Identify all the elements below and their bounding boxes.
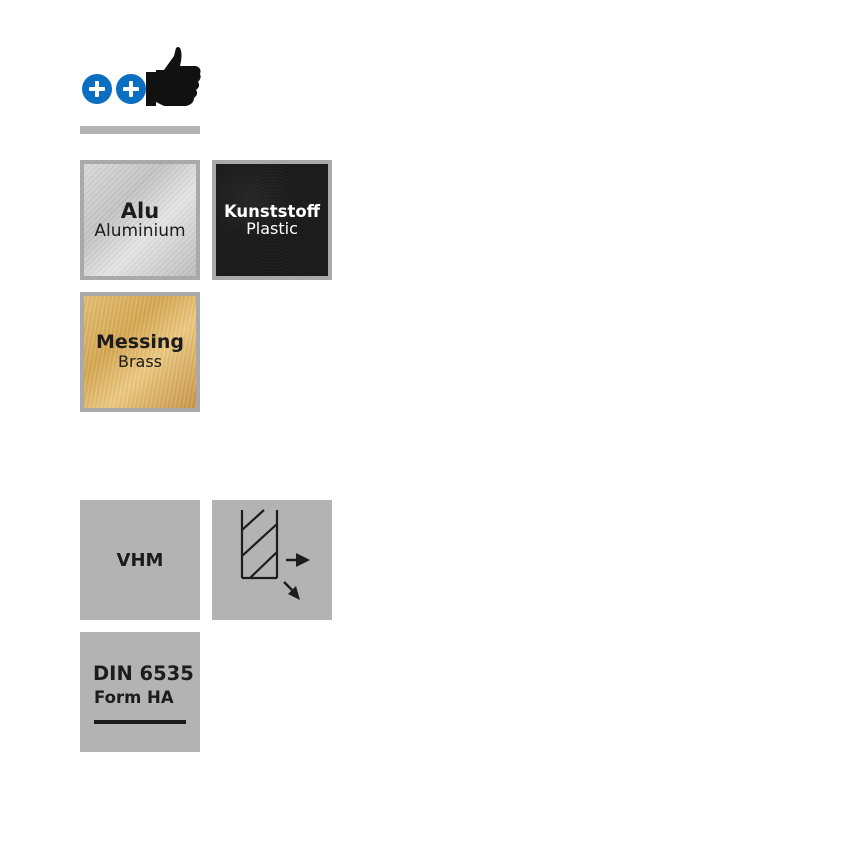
tool-material-tile-vhm: VHM	[80, 500, 200, 620]
thumbs-up-icon	[146, 47, 201, 106]
din-standard-label: DIN 6535	[93, 662, 194, 685]
recommendation-rating	[80, 46, 202, 108]
vhm-label: VHM	[116, 549, 164, 571]
material-name: Messing	[95, 331, 185, 354]
material-name: Alu	[120, 198, 160, 223]
material-tile-plastic: Kunststoff Plastic	[212, 160, 332, 280]
din-standard-tile: DIN 6535 Form HA	[80, 632, 200, 752]
material-tile-brass: Messing Brass	[80, 292, 200, 412]
material-name: Kunststoff	[223, 201, 321, 221]
cutting-direction-tile	[212, 500, 332, 620]
din-underline	[94, 720, 186, 724]
cutting-direction-icon	[240, 509, 310, 600]
plus-icon	[116, 74, 146, 104]
material-tile-aluminium: Alu Aluminium	[80, 160, 200, 280]
material-translation: Brass	[117, 352, 163, 372]
material-translation: Aluminium	[94, 220, 186, 241]
rating-bar	[80, 126, 200, 134]
din-form-label: Form HA	[94, 688, 174, 707]
material-translation: Plastic	[246, 218, 298, 238]
plus-icon	[82, 74, 112, 104]
